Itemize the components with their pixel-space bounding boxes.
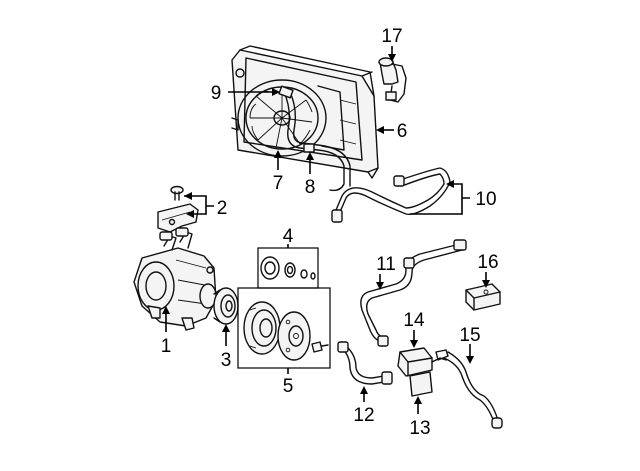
clutch-coil[interactable] bbox=[213, 287, 239, 325]
liquid-line[interactable] bbox=[331, 167, 451, 223]
relay-module[interactable] bbox=[465, 283, 501, 311]
accumulator[interactable] bbox=[397, 347, 449, 397]
bolt-and-bracket[interactable] bbox=[157, 185, 199, 233]
pressure-line[interactable] bbox=[443, 351, 503, 429]
callout-labels: 1 2 3 4 5 6 7 8 9 10 11 12 13 14 15 16 1… bbox=[161, 26, 499, 439]
leader-lines bbox=[162, 46, 490, 414]
suction-line[interactable] bbox=[360, 239, 467, 347]
callout-4: 4 bbox=[283, 226, 294, 247]
callout-1: 1 bbox=[161, 336, 172, 357]
hose[interactable] bbox=[337, 341, 393, 385]
compressor[interactable] bbox=[133, 227, 217, 331]
callout-16: 16 bbox=[477, 252, 498, 273]
callout-13: 13 bbox=[409, 418, 430, 439]
callout-11: 11 bbox=[376, 254, 396, 275]
callout-6: 6 bbox=[397, 121, 408, 142]
clutch-assembly[interactable] bbox=[237, 287, 331, 369]
callout-8: 8 bbox=[305, 177, 316, 198]
callout-14: 14 bbox=[403, 310, 425, 331]
condenser-fan-assembly[interactable] bbox=[231, 45, 379, 179]
receiver-drier-tube[interactable] bbox=[378, 57, 407, 103]
callout-5: 5 bbox=[283, 376, 294, 397]
callout-7: 7 bbox=[273, 173, 284, 194]
seal-kit[interactable] bbox=[257, 247, 319, 289]
callout-10: 10 bbox=[475, 189, 496, 210]
condenser-hose[interactable] bbox=[278, 85, 351, 192]
callout-9: 9 bbox=[211, 83, 222, 104]
callout-12: 12 bbox=[353, 405, 374, 426]
callout-15: 15 bbox=[459, 325, 480, 346]
callout-17: 17 bbox=[381, 26, 402, 47]
callout-2: 2 bbox=[217, 198, 228, 219]
callout-3: 3 bbox=[221, 350, 232, 371]
